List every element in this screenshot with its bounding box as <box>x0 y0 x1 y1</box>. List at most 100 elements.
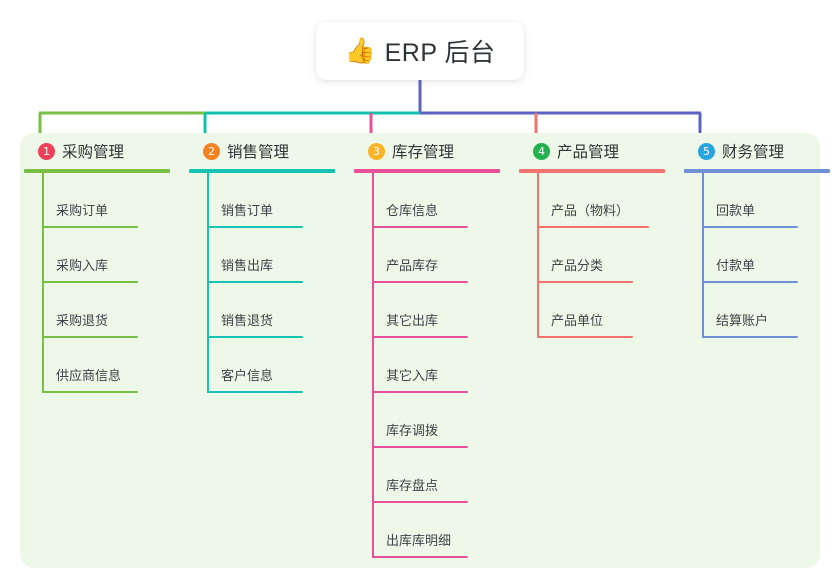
branch-item-rule <box>42 391 138 393</box>
branch-title: 财务管理 <box>722 144 785 161</box>
branch-item-label: 回款单 <box>716 203 756 218</box>
branch-item-rule <box>372 281 468 283</box>
branch-title: 库存管理 <box>392 144 455 161</box>
branch-item-rule <box>537 226 649 228</box>
branch-item-rule <box>372 391 468 393</box>
branch-number-badge: 1 <box>38 142 55 160</box>
branch-header-5[interactable]: 5 财务管理 <box>680 133 839 169</box>
branch-item-rule <box>537 336 633 338</box>
branch-header-2[interactable]: 2 销售管理 <box>185 133 349 169</box>
branch-item[interactable]: 付款单 <box>702 228 839 283</box>
branch-item[interactable]: 销售出库 <box>207 228 349 283</box>
branch-item[interactable]: 客户信息 <box>207 338 349 393</box>
branch-item[interactable]: 库存调拨 <box>372 393 514 448</box>
branch-item-rule <box>207 336 303 338</box>
branch-item-label: 付款单 <box>716 258 756 273</box>
branch-item[interactable]: 出库库明细 <box>372 503 514 558</box>
branch-number-badge: 5 <box>698 142 715 160</box>
branch-header-rule <box>24 169 170 173</box>
branch-item-label: 产品（物料） <box>551 203 630 218</box>
branch-item-label: 客户信息 <box>221 368 274 383</box>
branch-item-label: 库存盘点 <box>386 478 439 493</box>
branch-header-rule <box>684 169 830 173</box>
branch-item-label: 销售出库 <box>221 258 274 273</box>
branch-item-rule <box>42 281 138 283</box>
branch-items: 销售订单销售出库销售退货客户信息 <box>207 173 349 393</box>
branch-item[interactable]: 结算账户 <box>702 283 839 338</box>
branch-stem <box>42 173 44 393</box>
branch-header-rule <box>189 169 335 173</box>
branch-item[interactable]: 产品（物料） <box>537 173 679 228</box>
branch-number-badge: 3 <box>368 142 385 160</box>
branch-item-label: 仓库信息 <box>386 203 439 218</box>
branch-item-label: 采购退货 <box>56 313 109 328</box>
branch-item-label: 产品单位 <box>551 313 604 328</box>
branch-item[interactable]: 销售订单 <box>207 173 349 228</box>
branch-column-1: 1 采购管理采购订单采购入库采购退货供应商信息 <box>20 133 184 393</box>
branch-item[interactable]: 仓库信息 <box>372 173 514 228</box>
branch-title: 采购管理 <box>62 144 125 161</box>
branch-item[interactable]: 采购退货 <box>42 283 184 338</box>
root-node[interactable]: 👍 ERP 后台 <box>316 22 524 80</box>
branch-item-rule <box>702 336 798 338</box>
branch-items: 采购订单采购入库采购退货供应商信息 <box>42 173 184 393</box>
branch-item-label: 采购入库 <box>56 258 109 273</box>
branch-stem <box>207 173 209 393</box>
branch-header-3[interactable]: 3 库存管理 <box>350 133 514 169</box>
branch-item[interactable]: 采购入库 <box>42 228 184 283</box>
branch-item-rule <box>537 281 633 283</box>
branch-item-label: 销售订单 <box>221 203 274 218</box>
branch-item[interactable]: 供应商信息 <box>42 338 184 393</box>
branch-item-rule <box>372 501 468 503</box>
branch-item-label: 产品分类 <box>551 258 604 273</box>
branch-item-label: 其它出库 <box>386 313 439 328</box>
root-title: ERP 后台 <box>384 39 496 67</box>
branch-item[interactable]: 回款单 <box>702 173 839 228</box>
branch-header-rule <box>354 169 500 173</box>
branch-column-5: 5 财务管理回款单付款单结算账户 <box>680 133 839 338</box>
branch-number-badge: 2 <box>203 142 220 160</box>
branch-item-rule <box>372 226 468 228</box>
branch-item[interactable]: 库存盘点 <box>372 448 514 503</box>
branches-panel <box>20 133 820 568</box>
branch-items: 回款单付款单结算账户 <box>702 173 839 338</box>
branch-item-label: 其它入库 <box>386 368 439 383</box>
branch-column-2: 2 销售管理销售订单销售出库销售退货客户信息 <box>185 133 349 393</box>
branch-item-label: 产品库存 <box>386 258 439 273</box>
branch-stem <box>372 173 374 558</box>
branch-items: 仓库信息产品库存其它出库其它入库库存调拨库存盘点出库库明细 <box>372 173 514 558</box>
branch-item-rule <box>372 446 468 448</box>
branch-number-badge: 4 <box>533 142 550 160</box>
branch-item-rule <box>702 281 798 283</box>
branch-item-rule <box>42 336 138 338</box>
branch-items: 产品（物料） 产品分类产品单位 <box>537 173 679 338</box>
branch-title: 产品管理 <box>557 144 620 161</box>
thumbs-up-icon: 👍 <box>344 36 376 65</box>
branch-item-label: 采购订单 <box>56 203 109 218</box>
branch-item-label: 结算账户 <box>716 313 769 328</box>
branch-title: 销售管理 <box>227 144 290 161</box>
branch-stem <box>702 173 704 338</box>
branch-item-rule <box>372 336 468 338</box>
branch-item[interactable]: 其它出库 <box>372 283 514 338</box>
branch-item-rule <box>207 391 303 393</box>
branch-item[interactable]: 其它入库 <box>372 338 514 393</box>
branch-header-1[interactable]: 1 采购管理 <box>20 133 184 169</box>
branch-item[interactable]: 销售退货 <box>207 283 349 338</box>
branch-item-label: 出库库明细 <box>386 533 452 548</box>
branch-item-rule <box>207 281 303 283</box>
branch-column-3: 3 库存管理仓库信息产品库存其它出库其它入库库存调拨库存盘点出库库明细 <box>350 133 514 558</box>
branch-stem <box>537 173 539 338</box>
branch-item-label: 库存调拨 <box>386 423 439 438</box>
branch-item[interactable]: 产品库存 <box>372 228 514 283</box>
branch-header-rule <box>519 169 665 173</box>
branch-item[interactable]: 产品单位 <box>537 283 679 338</box>
branch-item[interactable]: 产品分类 <box>537 228 679 283</box>
branch-item-rule <box>702 226 798 228</box>
branch-item[interactable]: 采购订单 <box>42 173 184 228</box>
branch-item-rule <box>42 226 138 228</box>
branch-header-4[interactable]: 4 产品管理 <box>515 133 679 169</box>
branch-item-label: 供应商信息 <box>56 368 122 383</box>
branch-item-rule <box>207 226 303 228</box>
